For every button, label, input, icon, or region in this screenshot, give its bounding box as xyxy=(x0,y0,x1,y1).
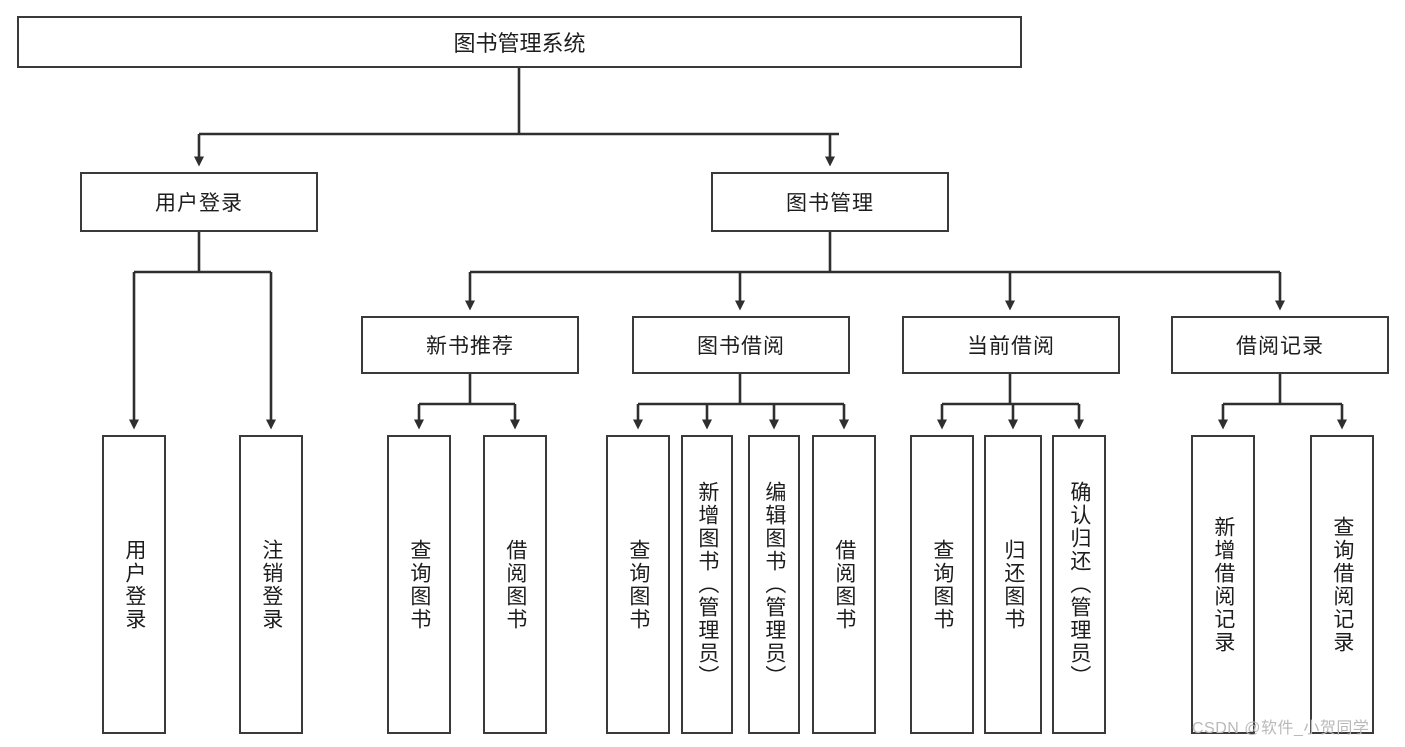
node-label: 当前借阅 xyxy=(967,335,1055,358)
node-label: 查询图书 xyxy=(407,538,431,631)
leaf-return-books[interactable]: 归还图书 xyxy=(984,435,1042,734)
leaf-query-borrow-record[interactable]: 查询借阅记录 xyxy=(1310,435,1374,734)
leaf-add-borrow-record[interactable]: 新增借阅记录 xyxy=(1191,435,1255,734)
leaf-user-login[interactable]: 用户登录 xyxy=(102,435,166,734)
leaf-query-books-current[interactable]: 查询图书 xyxy=(910,435,974,734)
node-label: 新增借阅记录 xyxy=(1211,515,1235,654)
node-label: 查询借阅记录 xyxy=(1330,515,1354,654)
leaf-add-book-admin[interactable]: 新增图书（管理员） xyxy=(681,435,733,734)
node-root-system[interactable]: 图书管理系统 xyxy=(17,16,1022,68)
node-book-borrowing[interactable]: 图书借阅 xyxy=(632,316,850,374)
watermark-text: CSDN @软件_小贺同学 xyxy=(1192,720,1370,737)
leaf-logout[interactable]: 注销登录 xyxy=(239,435,303,734)
leaf-confirm-return-admin[interactable]: 确认归还（管理员） xyxy=(1052,435,1106,734)
node-label: 查询图书 xyxy=(930,538,954,631)
node-label: 用户登录 xyxy=(155,192,243,215)
leaf-query-books-recommend[interactable]: 查询图书 xyxy=(387,435,451,734)
node-label: 图书借阅 xyxy=(697,335,785,358)
node-label: 借阅图书 xyxy=(503,538,527,631)
node-label: 确认归还（管理员） xyxy=(1067,481,1091,688)
node-book-management[interactable]: 图书管理 xyxy=(711,172,949,232)
node-label: 查询图书 xyxy=(626,538,650,631)
node-label: 图书管理 xyxy=(786,192,874,215)
node-label: 新书推荐 xyxy=(426,335,514,358)
leaf-borrow-books-recommend[interactable]: 借阅图书 xyxy=(483,435,547,734)
node-current-borrowing[interactable]: 当前借阅 xyxy=(902,316,1120,374)
leaf-edit-book-admin[interactable]: 编辑图书（管理员） xyxy=(748,435,800,734)
leaf-borrow-books-borrowing[interactable]: 借阅图书 xyxy=(812,435,876,734)
node-label: 注销登录 xyxy=(259,538,283,631)
node-user-login[interactable]: 用户登录 xyxy=(80,172,318,232)
node-label: 借阅图书 xyxy=(832,538,856,631)
node-label: 图书管理系统 xyxy=(453,31,586,56)
leaf-query-books-borrowing[interactable]: 查询图书 xyxy=(606,435,670,734)
node-label: 用户登录 xyxy=(122,538,146,631)
node-label: 借阅记录 xyxy=(1236,335,1324,358)
node-label: 编辑图书（管理员） xyxy=(762,481,786,688)
node-new-book-recommendation[interactable]: 新书推荐 xyxy=(361,316,579,374)
node-label: 归还图书 xyxy=(1001,538,1025,631)
node-borrow-records[interactable]: 借阅记录 xyxy=(1171,316,1389,374)
node-label: 新增图书（管理员） xyxy=(695,481,719,688)
